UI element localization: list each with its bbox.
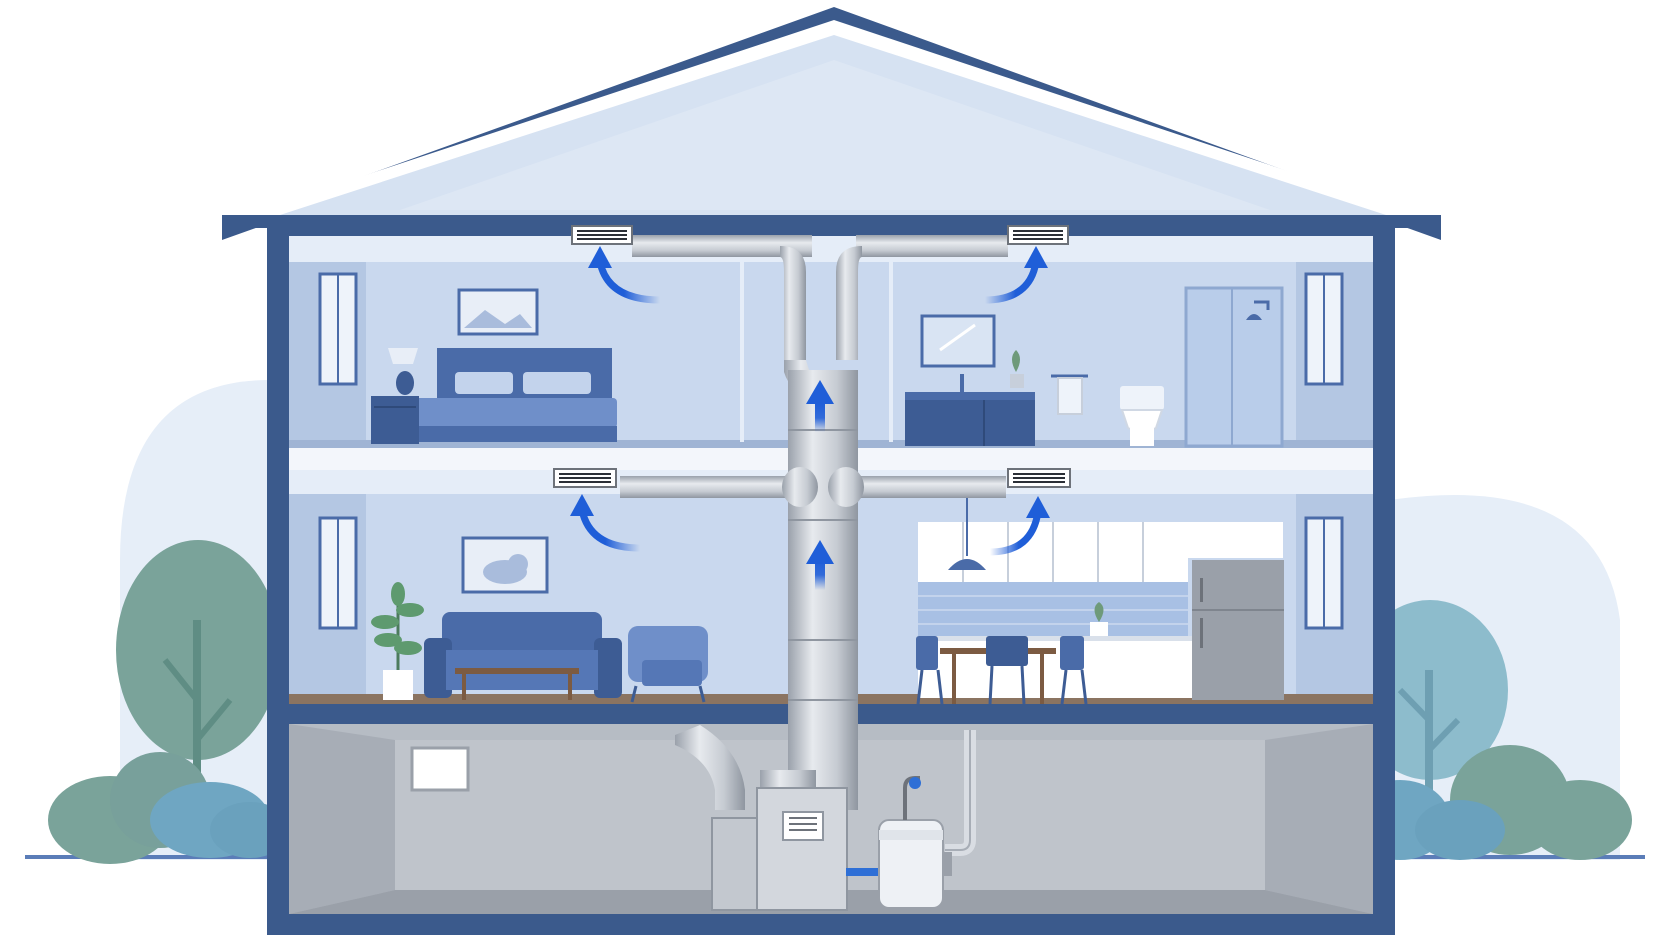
bedroom-furniture <box>371 288 617 444</box>
airflow-arrow-icon <box>981 246 1048 304</box>
bathroom-furniture <box>905 286 1284 448</box>
window <box>1304 516 1344 630</box>
vent-icon <box>553 468 617 488</box>
roof <box>222 7 1441 240</box>
vent-icon <box>1007 468 1071 488</box>
water-heater-icon <box>878 776 952 909</box>
vent-icon <box>571 225 633 245</box>
vent-icon <box>1007 225 1069 245</box>
window <box>318 272 358 386</box>
furnace-icon <box>711 787 882 911</box>
kitchen-furniture <box>916 496 1284 705</box>
airflow-arrow-icon <box>806 540 834 590</box>
airflow-arrow-icon <box>588 246 664 304</box>
window <box>1304 272 1344 386</box>
house-frame <box>267 217 1395 935</box>
bush-icon <box>48 752 290 864</box>
airflow-arrow-icon <box>806 380 834 432</box>
airflow-arrow-icon <box>986 496 1050 556</box>
living-room-furniture <box>371 536 708 703</box>
airflow-arrow-icon <box>570 494 644 552</box>
window <box>318 516 358 630</box>
tree-icon <box>116 540 280 820</box>
bush-icon <box>1350 745 1632 860</box>
ductwork <box>620 235 1008 856</box>
